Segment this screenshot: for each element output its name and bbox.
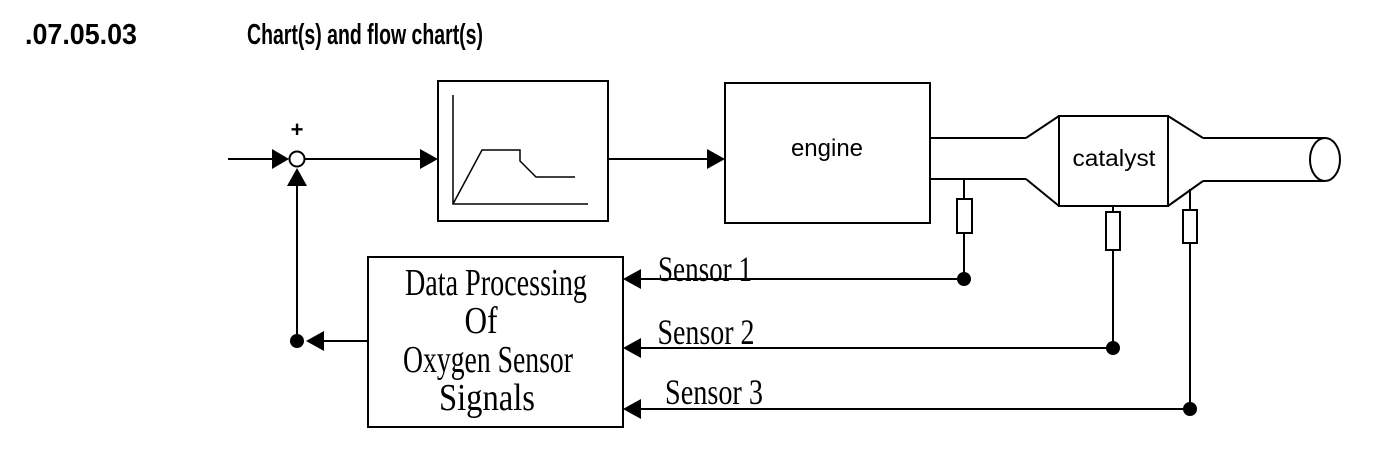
controller-block: [437, 80, 609, 222]
arrow-sensor-2-icon: [623, 338, 641, 358]
feedback-junction-dot: [290, 334, 304, 348]
engine-block: engine: [724, 82, 931, 224]
catalyst-label: catalyst: [1073, 145, 1157, 171]
data-processing-label-line-4: Signals: [439, 377, 535, 419]
arrow-up-into-summing-icon: [287, 168, 307, 186]
data-processing-box: [367, 256, 624, 428]
feedback-path: [287, 168, 368, 351]
catalyst-outlet-taper-bottom: [1167, 180, 1204, 207]
data-processing-block: Data Processing Of Oxygen Sensor Signals: [367, 256, 624, 428]
catalyst-inlet-taper-bottom: [1025, 178, 1060, 207]
catalyst-assembly: catalyst: [930, 115, 1341, 207]
summing-junction-group: +: [228, 117, 306, 169]
data-processing-label-line-1: Data Processing: [405, 262, 587, 304]
summing-junction: [288, 150, 306, 168]
sensor-1-label: Sensor 1: [658, 249, 752, 289]
sensor-3-group: Sensor 3: [623, 189, 1198, 419]
catalyst-outlet-taper-top: [1167, 115, 1204, 139]
sensor-3-label: Sensor 3: [665, 372, 763, 412]
arrow-into-summing-icon: [272, 149, 289, 169]
engine-label: engine: [791, 135, 863, 162]
sensor-1-group: Sensor 1: [623, 179, 973, 289]
sensor-3-probe: [1182, 209, 1198, 244]
sensor-2-probe: [1105, 211, 1121, 251]
catalyst-inlet-taper-top: [1025, 115, 1060, 139]
sensor-2-label: Sensor 2: [658, 312, 755, 352]
plus-sign: +: [291, 117, 304, 142]
data-processing-label-line-3: Oxygen Sensor: [403, 339, 573, 381]
catalyst-box: [1058, 115, 1169, 207]
data-processing-label-line-2: Of: [465, 300, 498, 342]
header: .07.05.03 Chart(s) and flow chart(s): [25, 19, 483, 51]
arrow-feedback-icon: [306, 331, 324, 351]
tailpipe-end-ellipse: [1309, 137, 1341, 182]
controller-box: [437, 80, 609, 222]
engine-box: [724, 82, 931, 224]
sensor-2-group: Sensor 2: [623, 206, 1121, 358]
arrow-into-controller-icon: [420, 149, 438, 169]
section-number: .07.05.03: [25, 19, 137, 51]
arrow-sensor-3-icon: [623, 399, 641, 419]
arrow-sensor-1-icon: [623, 269, 641, 289]
sensor-1-probe: [956, 198, 973, 234]
arrow-into-engine-icon: [707, 149, 725, 169]
ramp-response-curve-icon: [452, 149, 575, 205]
page-title: Chart(s) and flow chart(s): [247, 19, 483, 51]
